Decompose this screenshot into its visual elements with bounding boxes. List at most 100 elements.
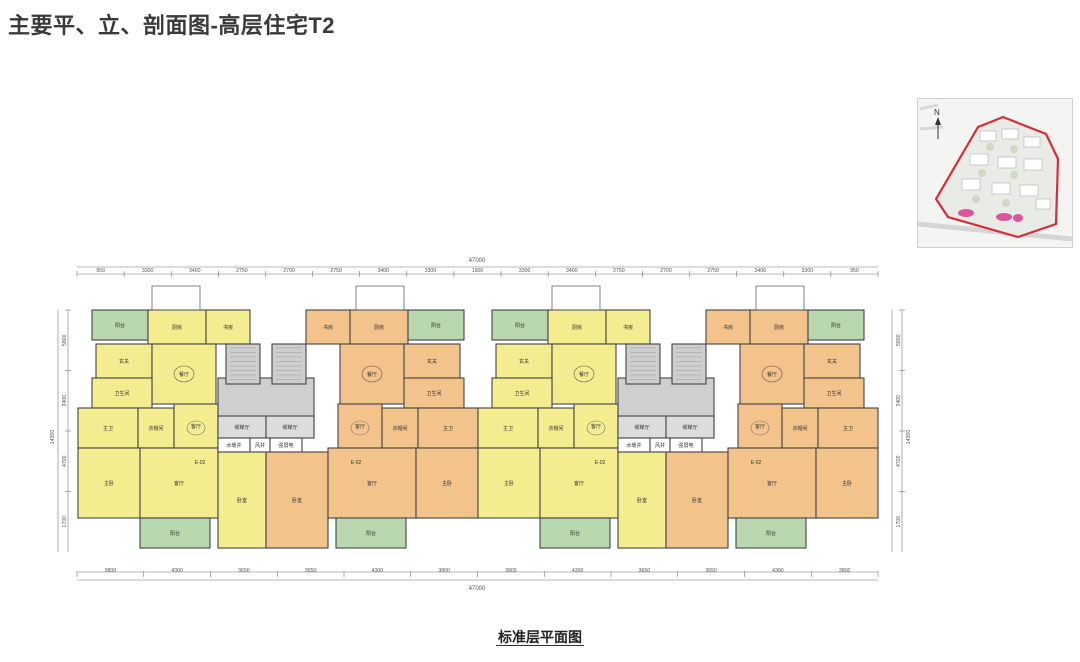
dim-right-label: 2400	[896, 395, 902, 407]
master-bedroom-label: 主卧	[504, 480, 514, 487]
unit-code: E-02	[595, 460, 606, 466]
balcony-north-right-label: 阳台	[431, 322, 441, 329]
bathroom	[491, 377, 553, 409]
hall-label: 玄关	[519, 358, 529, 365]
bay-window-frame	[355, 285, 405, 311]
elevator-hall-right-label: 候梯厅	[682, 424, 697, 431]
dining-room-label: 餐厅	[579, 371, 589, 378]
dim-top-label: 2700	[283, 268, 295, 274]
master-bath-right-label: 主卫	[843, 425, 853, 432]
dim-bottom-label: 4300	[572, 568, 584, 574]
dining-room	[151, 343, 217, 405]
dim-bottom-label: 3800	[438, 568, 450, 574]
living-room-right-label: 客厅	[767, 480, 777, 487]
bathroom-label: 卫生间	[514, 390, 529, 397]
dim-top-label: 3300	[142, 268, 154, 274]
dim-top-label: 1900	[472, 268, 484, 274]
dim-bottom-label: 4300	[372, 568, 384, 574]
stair-right	[271, 343, 307, 385]
dim-left-label: 5800	[62, 334, 68, 346]
dim-bottom-label: 3650	[639, 568, 651, 574]
dim-bottom-label: 3800	[505, 568, 517, 574]
dim-top-label: 2700	[660, 268, 672, 274]
water-shaft-label: 水暖井	[226, 442, 241, 449]
balcony-north-label: 阳台	[515, 322, 525, 329]
bathroom-right	[403, 377, 465, 409]
bay-window-frame	[551, 285, 601, 311]
bedroom-south-right-label: 卧室	[292, 497, 302, 504]
dining-table-symbol	[361, 365, 383, 383]
dim-top-label: 3300	[519, 268, 531, 274]
living-area-right-label: 客厅	[355, 423, 365, 430]
bedroom-south-right	[265, 451, 329, 549]
water-shaft-label: 水暖井	[626, 442, 641, 449]
air-shaft-label: 风井	[255, 442, 265, 449]
dim-top-label: 2750	[236, 268, 248, 274]
rug-symbol	[186, 420, 206, 436]
living-room	[539, 447, 619, 519]
walk-in-closet-right	[381, 407, 419, 449]
balcony-south	[539, 517, 611, 549]
dim-top-label: 3300	[425, 268, 437, 274]
balcony-south-label: 阳台	[170, 530, 180, 537]
dim-top-label: 3400	[754, 268, 766, 274]
kitchen-right-label: 厨房	[774, 324, 784, 331]
bathroom-label: 卫生间	[114, 390, 129, 397]
study-right	[305, 309, 351, 345]
bedroom-south-left-label: 卧室	[637, 497, 647, 504]
living-area-label: 客厅	[191, 423, 201, 430]
living-area-right-label: 客厅	[755, 423, 765, 430]
dining-table-symbol	[573, 365, 595, 383]
living-room-right-label: 客厅	[367, 480, 377, 487]
master-bedroom-right-label: 主卧	[442, 480, 452, 487]
dim-bottom-label: 3650	[305, 568, 317, 574]
dim-right-total: 14350	[906, 430, 912, 445]
walk-in-closet-label: 衣帽间	[148, 425, 163, 432]
hall-right-label: 玄关	[427, 358, 437, 365]
dining-room-label: 餐厅	[179, 371, 189, 378]
dim-right-label: 1700	[896, 516, 902, 528]
stair-right	[671, 343, 707, 385]
rug-symbol	[350, 420, 370, 436]
master-bedroom-label: 主卧	[104, 480, 114, 487]
dim-bottom-label: 3800	[105, 568, 117, 574]
dining-room-right	[339, 343, 405, 405]
master-bath-right-label: 主卫	[443, 425, 453, 432]
living-area	[573, 403, 619, 449]
walk-in-closet-right-label: 衣帽间	[392, 425, 407, 432]
balcony-south-right-label: 阳台	[766, 530, 776, 537]
balcony-north-right-label: 阳台	[831, 322, 841, 329]
living-room	[139, 447, 219, 519]
dim-bottom-label: 3650	[238, 568, 250, 574]
living-area	[173, 403, 219, 449]
bedroom-south-right	[665, 451, 729, 549]
dim-top-label: 950	[850, 268, 859, 274]
living-room-label: 客厅	[574, 480, 584, 487]
hall-right	[403, 343, 461, 379]
dim-bottom-label: 3800	[839, 568, 851, 574]
bathroom-right-label: 卫生间	[426, 390, 441, 397]
hall-label: 玄关	[119, 358, 129, 365]
hall-right	[803, 343, 861, 379]
hall-right-label: 玄关	[827, 358, 837, 365]
living-room-label: 客厅	[174, 480, 184, 487]
dim-top-label: 3400	[377, 268, 389, 274]
dim-total-top: 47000	[469, 258, 486, 264]
balcony-north	[91, 309, 149, 341]
elec-shaft-label: 强弱电	[678, 442, 693, 449]
dining-room-right-label: 餐厅	[367, 371, 377, 378]
study-label: 书房	[223, 324, 233, 331]
living-area-right	[737, 403, 783, 449]
master-bath	[477, 407, 539, 449]
dining-room-right-label: 餐厅	[767, 371, 777, 378]
elec-shaft-label: 强弱电	[278, 442, 293, 449]
walk-in-closet-label: 衣帽间	[548, 425, 563, 432]
unit-code: E-02	[751, 460, 762, 466]
elevator-hall-left-label: 候梯厅	[234, 424, 249, 431]
unit-code: E-02	[351, 460, 362, 466]
balcony-south-label: 阳台	[570, 530, 580, 537]
kitchen-right-label: 厨房	[374, 324, 384, 331]
